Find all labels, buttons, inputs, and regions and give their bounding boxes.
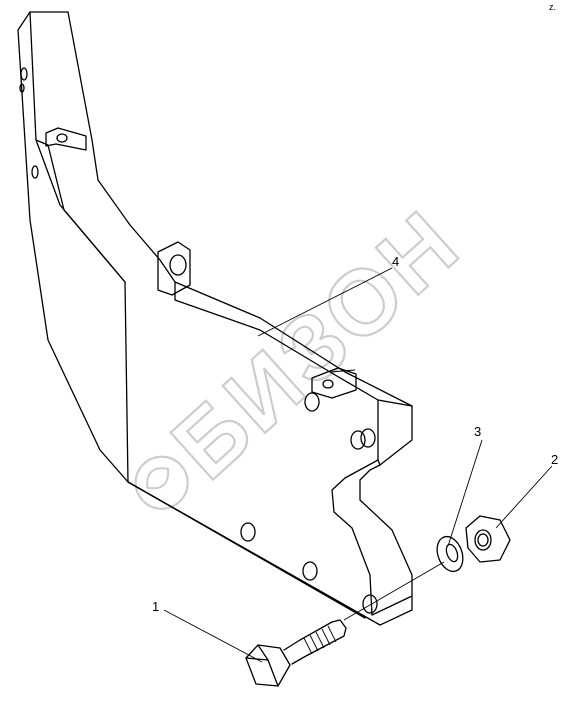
leader-lines xyxy=(163,267,553,663)
corner-mark: z. xyxy=(549,2,556,12)
nut-part-2 xyxy=(465,515,511,563)
watermark: БИЗОН xyxy=(134,190,480,510)
callout-3: 3 xyxy=(474,424,481,439)
callout-2: 2 xyxy=(551,452,558,467)
callout-4: 4 xyxy=(392,254,399,269)
bracket-part-4 xyxy=(17,11,413,626)
callout-1: 1 xyxy=(152,599,159,614)
watermark-text: БИЗОН xyxy=(153,191,479,499)
bolt-part-1 xyxy=(245,619,347,687)
watermark-logo-icon xyxy=(134,455,189,510)
